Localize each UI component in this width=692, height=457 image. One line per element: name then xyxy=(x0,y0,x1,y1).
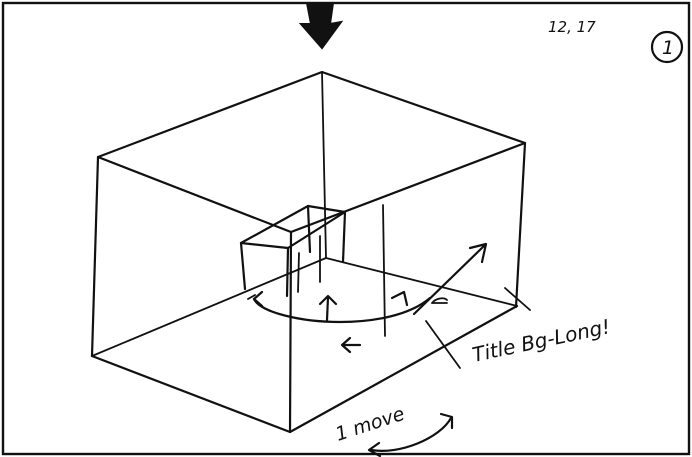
room-box xyxy=(90,70,531,434)
frame-number: 12, 17 xyxy=(548,18,596,36)
rotation-arrow-icon xyxy=(247,242,488,354)
callout-line xyxy=(425,320,461,369)
double-arrow-icon xyxy=(367,412,454,457)
down-arrow-icon xyxy=(298,2,344,50)
chair-sketch xyxy=(239,204,347,298)
note-move: 1 move xyxy=(333,403,408,446)
panel-number: 1 xyxy=(662,37,674,59)
note-title: Title Bg-Long! xyxy=(470,314,612,367)
panel-number-badge: 1 xyxy=(650,30,684,64)
